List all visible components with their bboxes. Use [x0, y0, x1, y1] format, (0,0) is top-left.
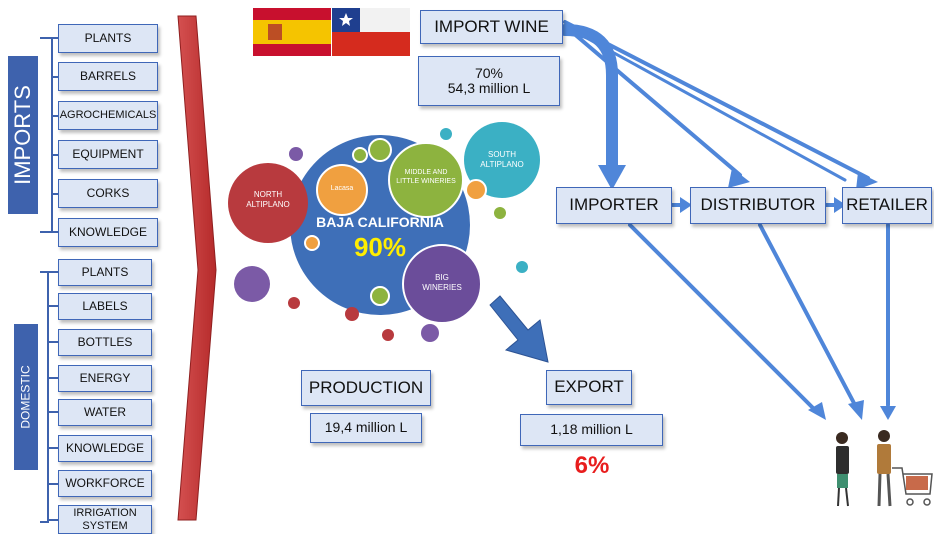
- import-wine-percent: 70%: [474, 64, 504, 81]
- consumer-man-icon: [877, 430, 892, 507]
- big-wineries-label: BIG WINERIES: [422, 273, 462, 293]
- chile-flag: [332, 8, 410, 56]
- imports-sidebar: IMPORTS: [8, 56, 38, 214]
- import-item-knowledge: KNOWLEDGE: [58, 218, 158, 247]
- shopping-cart-icon: [892, 467, 933, 506]
- export-box: EXPORT: [546, 370, 632, 405]
- import-item-corks: CORKS: [58, 179, 158, 208]
- domestic-label: DOMESTIC: [19, 365, 33, 429]
- import-wine-box: IMPORT WINE: [420, 10, 563, 44]
- input-chevron: [177, 15, 217, 521]
- spain-flag: [253, 8, 331, 56]
- south-altiplano-label: SOUTH ALTIPLANO: [480, 150, 524, 170]
- middle-wineries-bubble: [388, 142, 464, 218]
- arrow-import-to-retailer-2: [563, 24, 847, 182]
- arrowhead-retailer: [856, 172, 878, 190]
- domestic-item-irrigation-system: IRRIGATION SYSTEM: [58, 505, 152, 534]
- domestic-sidebar: DOMESTIC: [14, 324, 38, 470]
- domestic-item-energy: ENERGY: [58, 365, 152, 392]
- imports-bracket: [40, 37, 58, 233]
- arrowhead-consumer-1: [808, 402, 826, 420]
- import-wine-stats: 70% 54,3 million L: [418, 56, 560, 106]
- arrowhead-consumer-2: [848, 400, 864, 420]
- arrowhead-dist-ret: [834, 197, 846, 213]
- production-box: PRODUCTION: [301, 370, 431, 406]
- arrow-import-to-retailer: [563, 20, 870, 180]
- north-altiplano-bubble: [228, 163, 308, 243]
- import-item-plants: PLANTS: [58, 24, 158, 53]
- export-share: 6%: [574, 452, 610, 479]
- consumer-woman-icon: [836, 432, 849, 507]
- arrow-importer-to-consumer: [628, 223, 817, 412]
- import-wine-volume: 54,3 million L: [447, 80, 531, 96]
- arrow-distributor-to-consumer: [758, 223, 857, 407]
- domestic-bracket: [40, 271, 58, 523]
- lacasa-label: Lacasa: [330, 185, 354, 192]
- domestic-item-workforce: WORKFORCE: [58, 470, 152, 497]
- middle-wineries-label: MIDDLE AND LITTLE WINERIES: [396, 169, 456, 186]
- importer-box: IMPORTER: [556, 187, 672, 224]
- arrow-import-to-distributor: [563, 24, 742, 177]
- export-volume-box: 1,18 million L: [520, 414, 663, 446]
- import-item-agrochemicals: AGROCHEMICALS: [58, 101, 158, 130]
- domestic-item-bottles: BOTTLES: [58, 329, 152, 356]
- baja-california-label: BAJA CALIFORNIA: [316, 214, 444, 230]
- domestic-item-knowledge: KNOWLEDGE: [58, 435, 152, 462]
- domestic-item-plants: PLANTS: [58, 259, 152, 286]
- retailer-box: RETAILER: [842, 187, 932, 224]
- domestic-item-water: WATER: [58, 399, 152, 426]
- south-altiplano-bubble: [464, 122, 540, 198]
- import-item-barrels: BARRELS: [58, 62, 158, 91]
- arrowhead-imp-dist: [680, 197, 692, 213]
- import-item-equipment: EQUIPMENT: [58, 140, 158, 169]
- arrowhead-consumer-3: [880, 406, 896, 420]
- big-wineries-bubble: [402, 244, 482, 324]
- north-altiplano-label: NORTH ALTIPLANO: [246, 190, 290, 210]
- arrowhead-importer: [598, 165, 626, 190]
- production-volume-box: 19,4 million L: [310, 413, 422, 443]
- imports-label: IMPORTS: [10, 85, 36, 185]
- baja-california-share: 90%: [353, 232, 407, 262]
- distributor-box: DISTRIBUTOR: [690, 187, 826, 224]
- domestic-item-labels: LABELS: [58, 293, 152, 320]
- lacasa-bubble: [316, 164, 368, 216]
- arrow-import-to-importer: [559, 24, 618, 174]
- export-arrow: [489, 295, 549, 363]
- arrowhead-distributor: [728, 168, 750, 188]
